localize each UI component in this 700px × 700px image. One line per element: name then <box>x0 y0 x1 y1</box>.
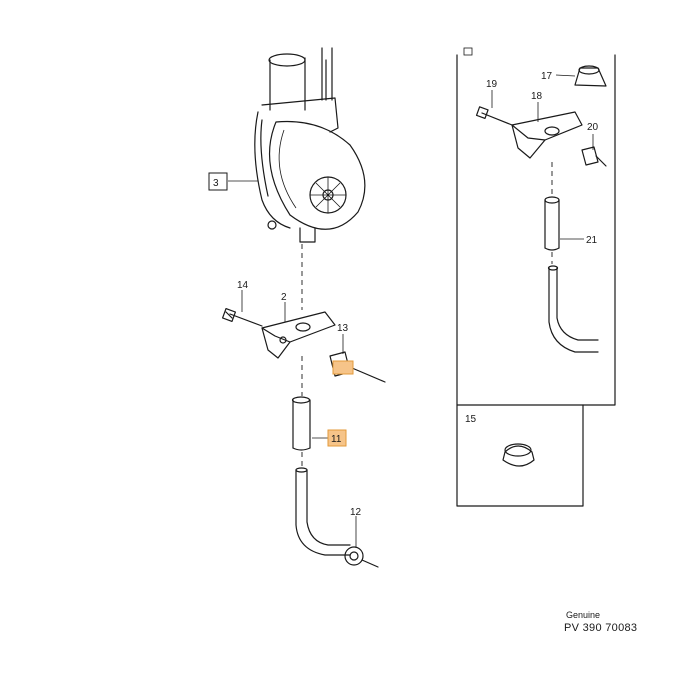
callout-14: 14 <box>237 280 249 291</box>
highlight-13-box <box>332 360 354 375</box>
inset-cap <box>502 443 535 467</box>
callout-3: 3 <box>213 178 219 189</box>
callout-17: 17 <box>541 71 553 82</box>
inset-panel-cap <box>456 404 584 507</box>
callout-11: 11 <box>331 434 342 445</box>
assembly-lines <box>301 162 553 466</box>
callout-18: 18 <box>531 91 543 102</box>
leader-lines <box>228 74 594 548</box>
callout-13: 13 <box>337 323 349 334</box>
highlight-11-box <box>327 429 347 447</box>
part-reference: PV 390 70083 <box>564 622 638 634</box>
bracket-assembly <box>221 307 386 383</box>
callout-2: 2 <box>281 292 287 303</box>
callout-15: 15 <box>465 414 477 425</box>
grommet <box>344 546 379 568</box>
inset-parts <box>475 65 607 353</box>
washer-pump <box>254 47 366 243</box>
callout-21: 21 <box>586 235 598 246</box>
highlight-boxes <box>327 360 354 447</box>
callout-12: 12 <box>350 507 362 518</box>
callout-20: 20 <box>587 122 599 133</box>
callout-3-box <box>208 172 228 191</box>
genuine-label: Genuine <box>566 610 601 620</box>
callout-19: 19 <box>486 79 498 90</box>
washer-hose <box>291 396 351 556</box>
inset-panel-right <box>456 47 616 406</box>
